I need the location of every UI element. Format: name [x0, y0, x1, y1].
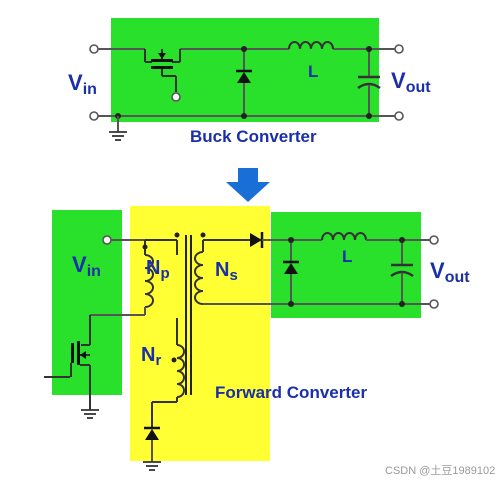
- forward-vin-terminal: [102, 235, 112, 245]
- forward-reset-diode: [144, 426, 160, 462]
- buck-vout-label: Vout: [391, 68, 431, 96]
- forward-vout-label: Vout: [430, 258, 470, 286]
- forward-inductor-label: L: [342, 247, 352, 266]
- forward-vout-top-terminal: [429, 235, 439, 245]
- transformer-core: [171, 232, 206, 395]
- buck-inductor-label: L: [308, 62, 318, 81]
- forward-reset-winding: [145, 239, 185, 428]
- buck-mosfet-switch: [144, 49, 181, 102]
- forward-yellow-panel: [130, 206, 270, 461]
- buck-vin-bottom-terminal: [89, 111, 99, 121]
- forward-secondary-winding: [194, 239, 250, 305]
- forward-green-left-panel: [52, 210, 122, 395]
- forward-vin-label: Vin: [72, 252, 101, 280]
- forward-inductor: [321, 232, 367, 241]
- buck-vin-top-terminal: [89, 44, 99, 54]
- forward-vout-bottom-terminal: [429, 299, 439, 309]
- forward-nr-label: Nr: [141, 344, 161, 369]
- forward-freewheel-diode: [283, 237, 299, 307]
- forward-mosfet-switch: [44, 315, 91, 410]
- forward-ns-label: Ns: [215, 259, 238, 284]
- buck-ground-icon: [109, 113, 127, 141]
- forward-primary-winding: [142, 240, 154, 308]
- buck-title: Buck Converter: [190, 127, 317, 146]
- watermark-text: CSDN @土豆19891021: [385, 464, 495, 477]
- forward-np-label: Np: [146, 257, 170, 282]
- buck-inductor: [288, 41, 334, 50]
- buck-vout-bottom-terminal: [394, 111, 404, 121]
- buck-vout-top-terminal: [394, 44, 404, 54]
- forward-title: Forward Converter: [215, 383, 367, 402]
- buck-vin-label: Vin: [68, 70, 97, 98]
- down-arrow-icon: [226, 168, 270, 202]
- buck-output-capacitor: [357, 46, 381, 119]
- forward-reset-ground-icon: [143, 461, 161, 471]
- forward-switch-ground-icon: [81, 409, 99, 419]
- buck-diode: [236, 46, 252, 119]
- forward-output-capacitor: [390, 237, 414, 307]
